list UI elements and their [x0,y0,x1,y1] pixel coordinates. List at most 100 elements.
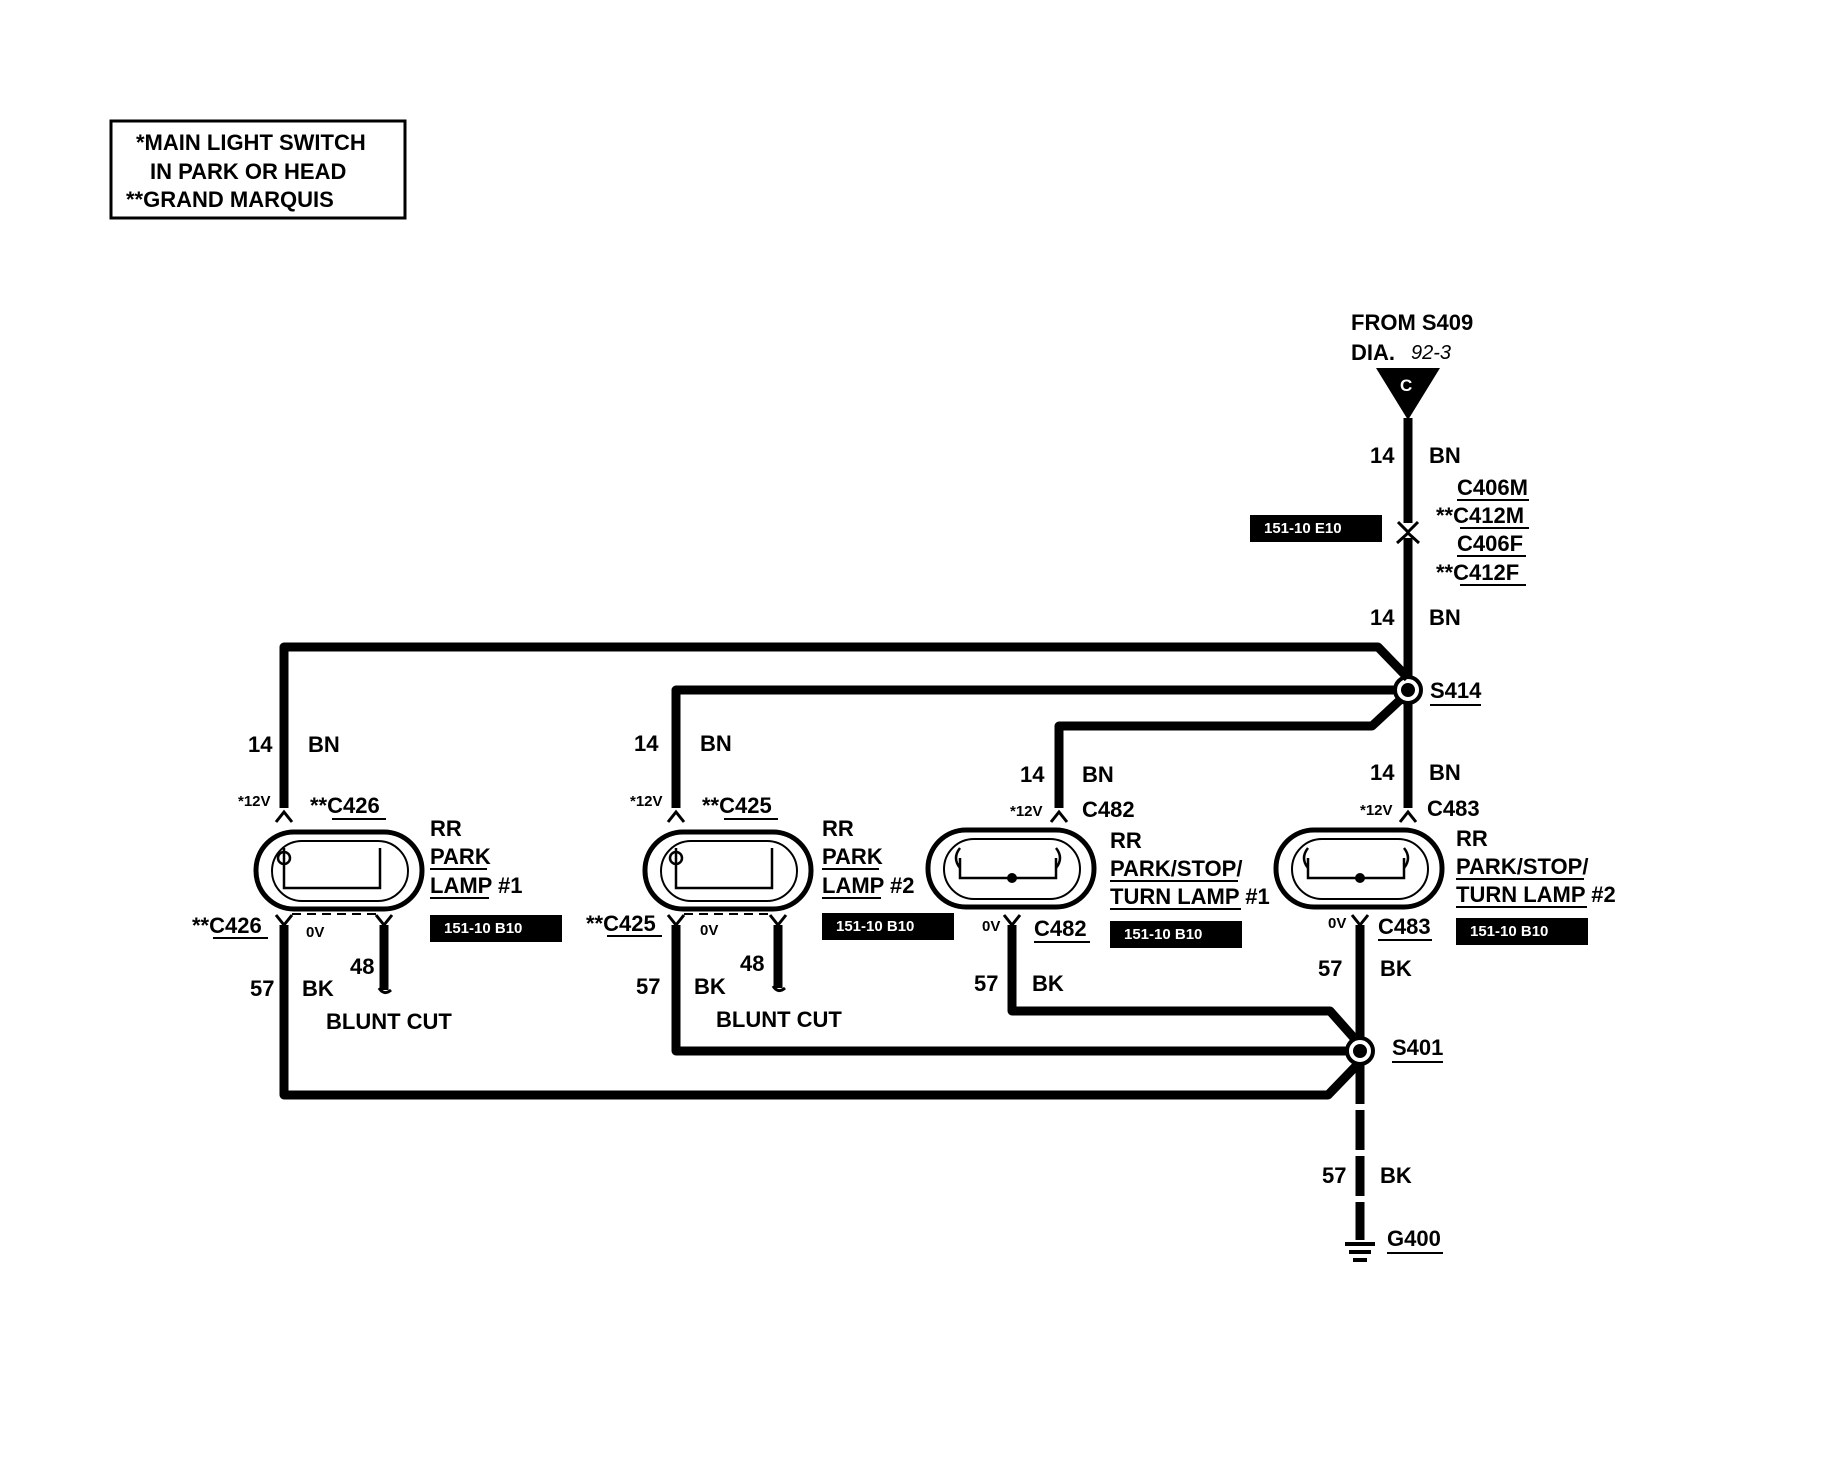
lamp2-zero-v: 0V [700,922,718,939]
lamp4-color: BN [1429,760,1461,785]
lamp4-zero-v: 0V [1328,915,1346,932]
lamp1-pin-bottom [274,914,294,928]
lamp1-zero-v: 0V [306,924,324,941]
lamp1-name-1: RR [430,816,462,841]
legend-box: *MAIN LIGHT SWITCH IN PARK OR HEAD **GRA… [109,119,407,220]
source-connector: FROM S409 DIA. 92-3 C [1351,310,1473,420]
lamp3-gnd-circuit: 57 [974,971,998,996]
lamp2-gnd-circuit: 57 [636,974,660,999]
lamp2-circuit: 14 [634,731,659,756]
branch-wire-lamp1 [279,642,1412,808]
lamp2-pin-top [666,809,686,823]
lamp2-stub-circuit: 48 [740,951,764,976]
source-dia-label: DIA. [1351,340,1395,365]
source-from-label: FROM S409 [1351,310,1473,335]
lamp1-pin-stub [374,914,394,928]
lamp1-body [253,829,425,912]
feed-ref-box [1250,515,1382,542]
lamp1-connector-top: **C426 [310,793,380,818]
ground-id: G400 [1387,1226,1441,1251]
lamp2-connector-bottom: **C425 [586,911,656,936]
feed-connector-3: C406F [1457,531,1523,556]
ground-wire-lamp1 [279,925,1360,1100]
feed-circuit-2: 14 [1370,605,1395,630]
lamp3-name-2: PARK/STOP/ [1110,856,1242,881]
lamp4-voltage: *12V [1360,802,1393,819]
legend-line-3: **GRAND MARQUIS [126,187,334,212]
legend-line-1: *MAIN LIGHT SWITCH [136,130,366,155]
lamp1-voltage: *12V [238,793,271,810]
lamp2-body [642,829,814,912]
lamp1-ref-text: 151-10 B10 [444,920,522,937]
lamp3-voltage: *12V [1010,803,1043,820]
lamp2-color: BN [700,731,732,756]
lamp4-connector-bottom: C483 [1378,914,1431,939]
lamp4-pin-top [1398,809,1418,823]
lamp3-connector-bottom: C482 [1034,916,1087,941]
lamp3-body [925,827,1097,910]
lamp1-circuit: 14 [248,732,273,757]
source-connector-letter: C [1400,376,1412,395]
lamp3-connector-top: C482 [1082,797,1135,822]
lamp3-pin-bottom [1002,914,1022,928]
legend-line-2: IN PARK OR HEAD [150,159,346,184]
lamp4-ref-text: 151-10 B10 [1470,923,1548,940]
lamp4-name-3: TURN LAMP #2 [1456,882,1616,907]
feed-ref-text: 151-10 E10 [1264,520,1342,537]
feed-connector-2: **C412M [1436,503,1524,528]
splice-s414: S414 [1393,675,1482,706]
lamp1-pin-top [274,809,294,823]
lamp3-zero-v: 0V [982,918,1000,935]
lamp2-stub-note: BLUNT CUT [716,1007,842,1032]
lamp3-ref-box [1110,921,1242,948]
lamp2-ref-box [822,913,954,940]
lamp1-gnd-color: BK [302,976,334,1001]
branch-wire-lamp2 [671,685,1396,808]
ground-wire-lamp3 [1007,925,1358,1041]
ground-circuit: 57 [1322,1163,1346,1188]
feed-connector-1: C406M [1457,475,1528,500]
splice-s401: S401 [1345,1035,1443,1066]
lamp3-pin-top [1049,809,1069,823]
lamp1-stub-circuit: 48 [350,954,374,979]
lamp2-gnd-color: BK [694,974,726,999]
inline-connector-female [1395,530,1421,545]
lamp-stop-turn-2: 14 BN *12V C483 RR PARK/STOP/ TURN LAMP … [1273,760,1616,981]
lamp4-name-2: PARK/STOP/ [1456,854,1588,879]
ground-wire-lamp2 [671,925,1348,1056]
lamp2-name-3: LAMP #2 [822,873,915,898]
lamp-park-2: 14 BN *12V **C425 RR PARK LAMP #2 **C425… [586,731,954,1032]
lamp1-color: BN [308,732,340,757]
lamp-stop-turn-1: 14 BN *12V C482 RR PARK/STOP/ TURN LAMP … [925,762,1270,996]
lamp1-connector-bottom: **C426 [192,913,262,938]
lamp4-body [1273,827,1445,910]
lamp2-pin-bottom [666,914,686,928]
inline-connector-male [1396,520,1420,535]
lamp2-pin-stub [768,914,788,928]
lamp1-ref-box [430,915,562,942]
lamp1-name-3: LAMP #1 [430,873,523,898]
splice-s401-label: S401 [1392,1035,1443,1060]
lamp3-name-3: TURN LAMP #1 [1110,884,1270,909]
lamp4-gnd-circuit: 57 [1318,956,1342,981]
ground-g400: 57 BK G400 [1322,1064,1443,1262]
lamp4-gnd-color: BK [1380,956,1412,981]
lamp1-name-2: PARK [430,844,491,869]
ground-symbol-icon [1345,1242,1375,1262]
splice-s414-label: S414 [1430,678,1482,703]
lamp1-gnd-circuit: 57 [250,976,274,1001]
lamp4-name-1: RR [1456,826,1488,851]
feed-circuit: 14 [1370,443,1395,468]
lamp2-bulb-filament-icon [674,848,774,890]
lamp3-gnd-color: BK [1032,971,1064,996]
lamp-park-1: 14 BN *12V **C426 RR PARK LAMP #1 **C426… [192,732,562,1034]
main-feed: 14 BN 151-10 E10 C406M **C412M C406F **C… [1250,418,1529,688]
lamp4-ref-box [1456,918,1588,945]
lamp4-pin-bottom [1350,914,1370,928]
feed-connector-4: **C412F [1436,560,1519,585]
lamp3-color: BN [1082,762,1114,787]
lamp2-voltage: *12V [630,793,663,810]
lamp2-ref-text: 151-10 B10 [836,918,914,935]
lamp2-bulb-icon [668,850,684,866]
feed-color-2: BN [1429,605,1461,630]
